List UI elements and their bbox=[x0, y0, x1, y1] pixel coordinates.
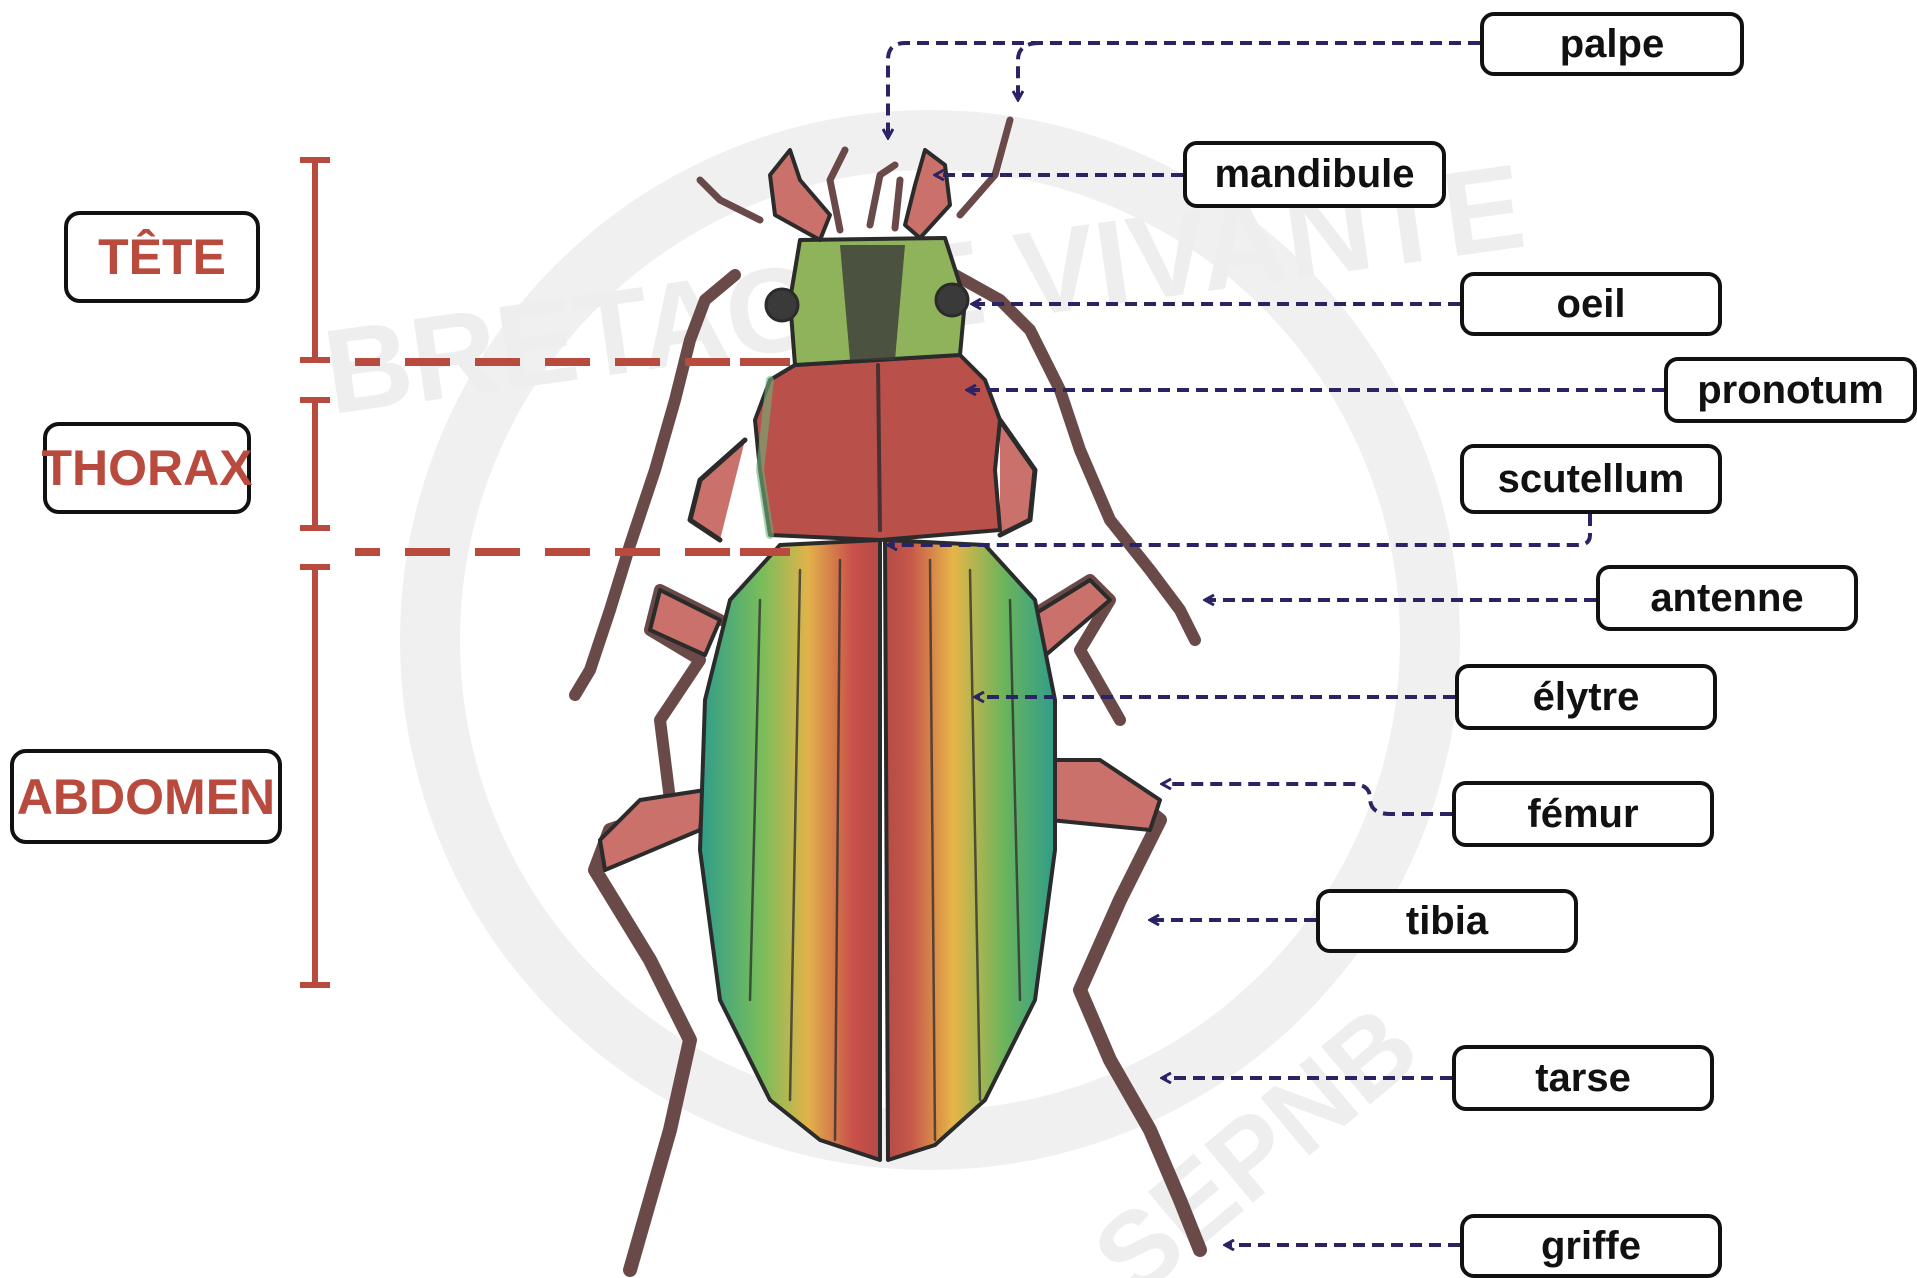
part-label-elytre-text: élytre bbox=[1533, 675, 1640, 720]
part-label-femur: fémur bbox=[1452, 781, 1714, 847]
part-label-mandibule-text: mandibule bbox=[1214, 152, 1414, 197]
right-eye bbox=[936, 284, 968, 316]
region-label-abdomen: ABDOMEN bbox=[10, 749, 282, 844]
part-label-mandibule: mandibule bbox=[1183, 141, 1446, 208]
front-left-leg bbox=[690, 440, 745, 540]
part-label-tibia-text: tibia bbox=[1406, 899, 1488, 944]
part-label-femur-text: fémur bbox=[1527, 792, 1638, 837]
part-label-griffe: griffe bbox=[1460, 1214, 1722, 1278]
part-label-antenne-text: antenne bbox=[1650, 576, 1803, 621]
region-label-thorax: THORAX bbox=[43, 422, 251, 514]
head-dark-center bbox=[840, 245, 905, 360]
part-label-griffe-text: griffe bbox=[1541, 1224, 1641, 1269]
part-label-tarse-text: tarse bbox=[1535, 1056, 1631, 1101]
region-label-thorax-text: THORAX bbox=[41, 439, 252, 497]
part-label-oeil-text: oeil bbox=[1557, 282, 1626, 327]
hind-right-leg bbox=[1040, 770, 1200, 1250]
region-label-abdomen-text: ABDOMEN bbox=[17, 768, 275, 826]
part-label-pronotum-text: pronotum bbox=[1697, 368, 1884, 413]
thorax-bracket bbox=[300, 400, 330, 528]
palpe-pointer-2 bbox=[1018, 43, 1040, 100]
part-label-tarse: tarse bbox=[1452, 1045, 1714, 1111]
pronotum-midline bbox=[878, 365, 880, 530]
part-label-elytre: élytre bbox=[1455, 664, 1717, 730]
part-label-scutellum: scutellum bbox=[1460, 444, 1722, 514]
hind-left-femur bbox=[600, 790, 705, 870]
part-label-palpe-text: palpe bbox=[1560, 22, 1664, 67]
part-label-pronotum: pronotum bbox=[1664, 357, 1917, 423]
left-eye bbox=[766, 289, 798, 321]
part-label-oeil: oeil bbox=[1460, 272, 1722, 336]
front-right-leg bbox=[1000, 420, 1035, 535]
part-label-antenne: antenne bbox=[1596, 565, 1858, 631]
abdomen-bracket bbox=[300, 567, 330, 985]
region-label-tete-text: TÊTE bbox=[98, 228, 226, 286]
part-label-tibia: tibia bbox=[1316, 889, 1578, 953]
region-label-tete: TÊTE bbox=[64, 211, 260, 303]
part-label-scutellum-text: scutellum bbox=[1498, 457, 1685, 502]
part-label-palpe: palpe bbox=[1480, 12, 1744, 76]
